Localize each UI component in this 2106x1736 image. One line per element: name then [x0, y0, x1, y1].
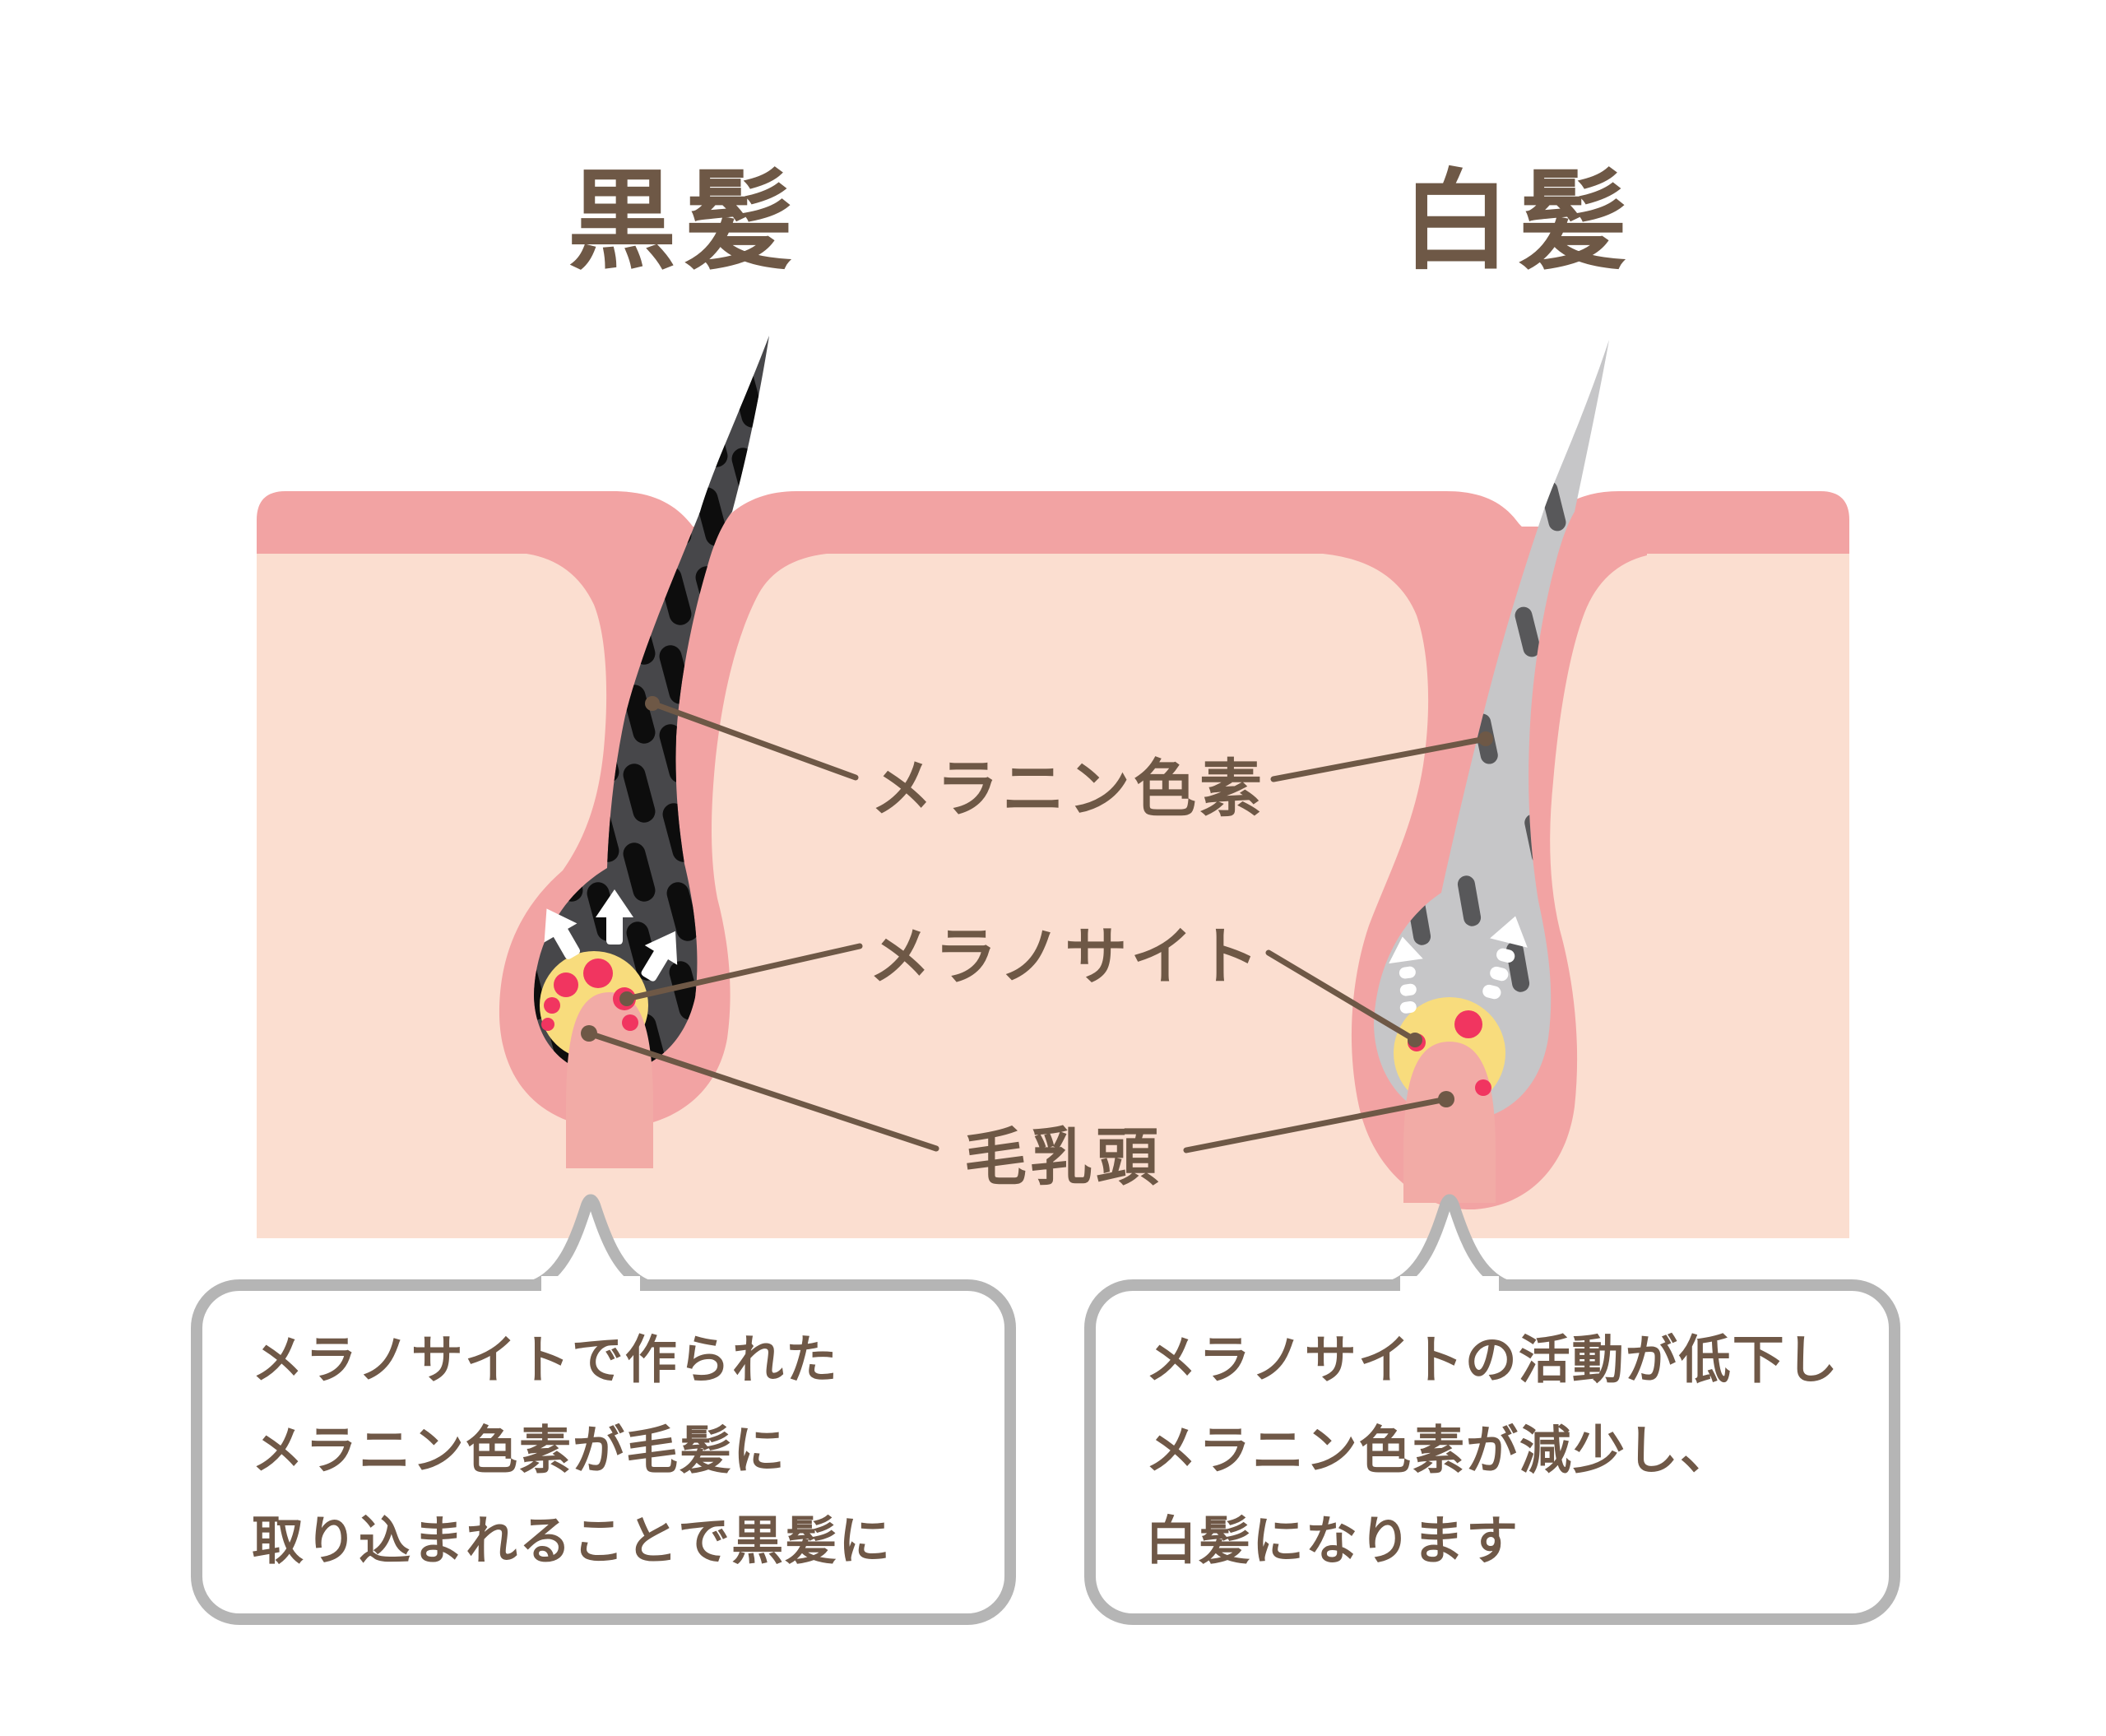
papilla-line-right	[1183, 1096, 1450, 1153]
right-bubble-text-line3: 白髪になります	[1145, 1511, 1519, 1571]
label-melanocyte: メラノサイト	[868, 920, 1263, 993]
left-bubble-tail	[532, 1194, 650, 1291]
label-melanin-pigment: メラニン色素	[870, 752, 1265, 825]
left-speech-bubble	[191, 1194, 1016, 1625]
melanin-line-left	[649, 700, 859, 781]
papilla-line-left	[586, 1030, 939, 1152]
label-connector-lines	[581, 696, 1493, 1153]
skin-dermis	[257, 554, 1849, 1238]
left-melanosome-dots	[541, 959, 638, 1031]
right-speech-bubble	[1084, 1194, 1900, 1625]
left-bubble-text-line3: 取り込まれることで黒髪に	[252, 1511, 893, 1571]
melanocyte-line-right	[1265, 949, 1418, 1043]
melanin-line-right	[1270, 736, 1489, 782]
melanocyte-line-left	[624, 943, 863, 1002]
right-hair-papilla	[1403, 1042, 1496, 1203]
right-bubble-text-line2: メラニン色素が減少し、	[1145, 1420, 1733, 1481]
title-black-hair: 黒髪	[568, 158, 801, 285]
right-bubble-tail	[1391, 1194, 1509, 1291]
left-hair-papilla	[566, 992, 653, 1168]
right-bubble-text-line1: メラノサイトの活動が低下し	[1145, 1330, 1839, 1390]
left-bubble-text-line1: メラノサイトで作られた	[252, 1330, 839, 1390]
label-hair-papilla: 毛乳頭	[964, 1121, 1162, 1194]
title-white-hair: 白髪	[1402, 158, 1635, 285]
left-bubble-text-line2: メラニン色素が毛髪に	[252, 1420, 786, 1481]
